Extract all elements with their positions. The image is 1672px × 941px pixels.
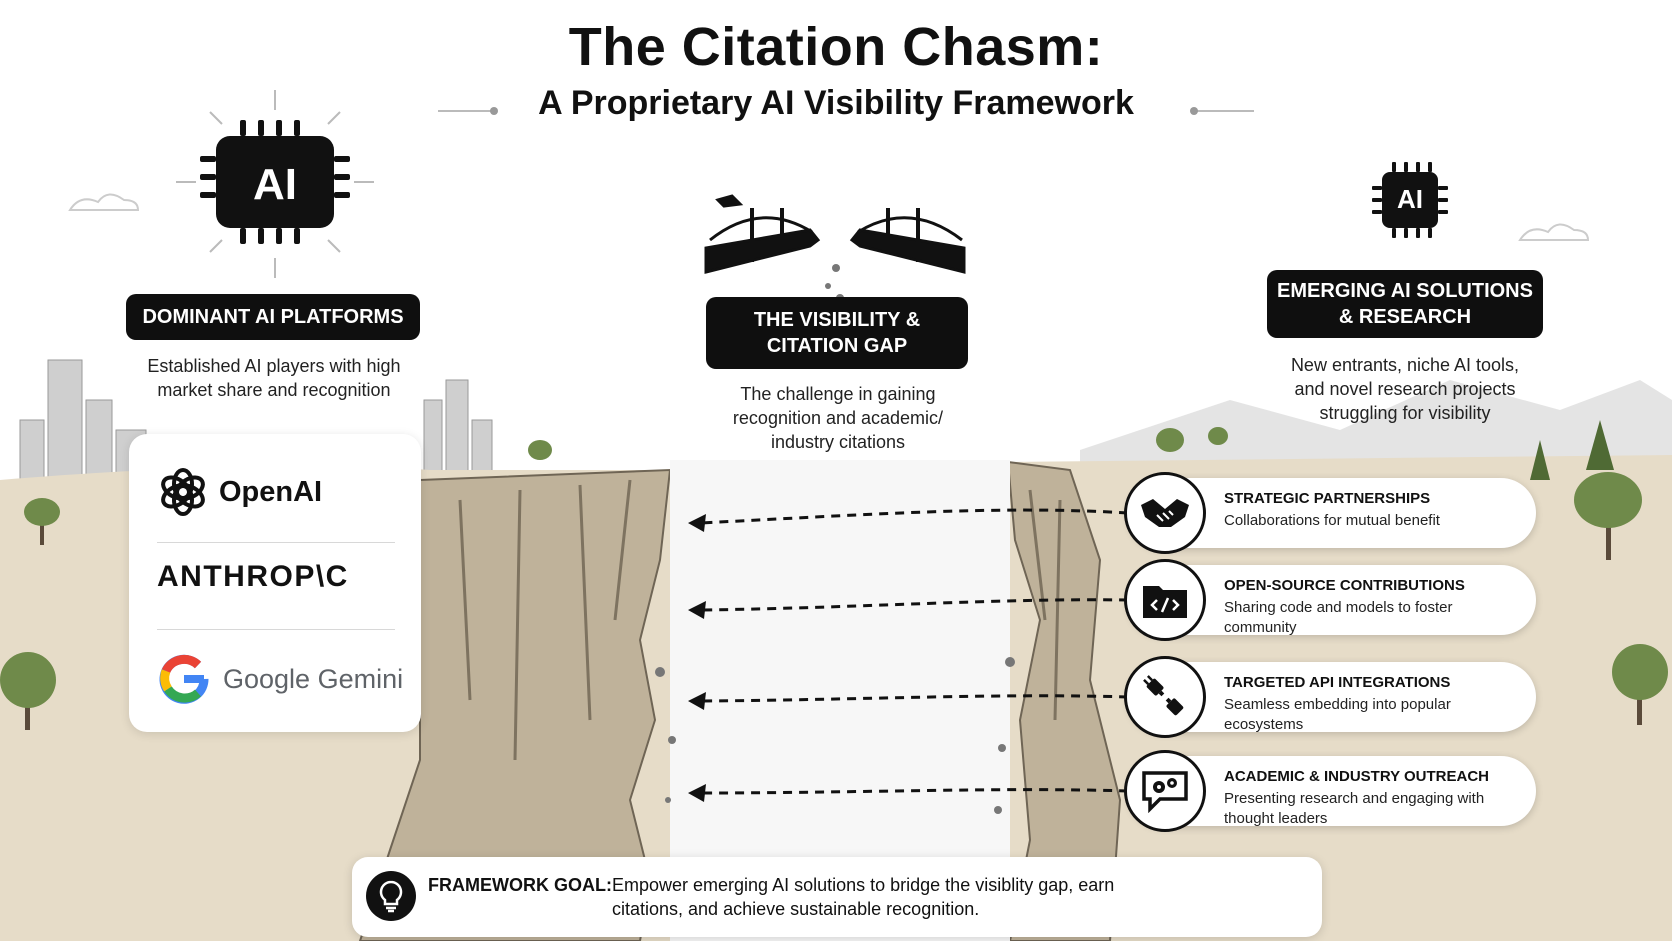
- dominant-platforms-description: Established AI players with high market …: [147, 356, 401, 400]
- gap-heading-line1: THE VISIBILITY &: [753, 309, 921, 331]
- openai-knot-icon: [161, 468, 205, 516]
- gemini-name: Google Gemini: [223, 663, 404, 694]
- strategy-card: ACADEMIC & INDUSTRY OUTREACH Presenting …: [1124, 750, 1536, 832]
- title-decoration-right: [1190, 107, 1254, 115]
- anthropic-logo: ANTHROP\C: [157, 560, 349, 594]
- strategy-title: ACADEMIC & INDUSTRY OUTREACH: [1224, 768, 1490, 785]
- handshake-icon: [1124, 472, 1206, 554]
- framework-goal-label: FRAMEWORK GOAL:: [428, 875, 612, 895]
- logo-divider: [157, 542, 395, 543]
- strategy-card: TARGETED API INTEGRATIONS Seamless embed…: [1124, 656, 1536, 738]
- lightbulb-icon: [366, 871, 416, 921]
- gap-heading-line2: CITATION GAP: [766, 335, 908, 357]
- dominant-ai-chip-icon: AI: [170, 82, 380, 282]
- page-subtitle: A Proprietary AI Visibility Framework: [538, 84, 1134, 122]
- dominant-platforms-heading: DOMINANT AI PLATFORMS: [126, 294, 420, 340]
- gap-heading: THE VISIBILITY & CITATION GAP: [706, 297, 968, 369]
- broken-bridge: [704, 194, 966, 274]
- strategy-description: Seamless embedding into popular ecosyste…: [1224, 696, 1451, 733]
- emerging-ai-chip-icon: AI: [1360, 150, 1460, 250]
- trees: [0, 420, 1668, 730]
- platform-logo-panel: OpenAI ANTHROP\C Google Gemini: [129, 434, 421, 732]
- strategy-title: TARGETED API INTEGRATIONS: [1224, 674, 1451, 691]
- title-decoration-left: [438, 107, 498, 115]
- code-folder-icon: [1124, 559, 1206, 641]
- strategy-title: STRATEGIC PARTNERSHIPS: [1224, 490, 1431, 507]
- page-title: The Citation Chasm:: [568, 17, 1104, 77]
- strategy-description: Sharing code and models to foster commun…: [1224, 599, 1453, 636]
- emerging-solutions-heading: EMERGING AI SOLUTIONS & RESEARCH: [1267, 270, 1543, 338]
- gemini-logo: Google Gemini: [157, 652, 403, 706]
- strategy-description: Collaborations for mutual benefit: [1224, 512, 1440, 529]
- right-cliff-face: [1006, 460, 1122, 941]
- strategy-card: STRATEGIC PARTNERSHIPS Collaborations fo…: [1124, 472, 1536, 554]
- framework-goal-box: FRAMEWORK GOAL: Empower emerging AI solu…: [352, 857, 1322, 937]
- chip-label: AI: [1397, 184, 1423, 214]
- emerging-solutions-description: New entrants, niche AI tools, and novel …: [1290, 355, 1520, 423]
- google-g-icon: [159, 654, 209, 704]
- bridge-arrows: [699, 508, 1129, 795]
- logo-divider: [157, 629, 395, 630]
- cloud-shapes: [68, 193, 1590, 241]
- framework-goal-text: Empower emerging AI solutions to bridge …: [612, 875, 1115, 919]
- strategy-title: OPEN-SOURCE CONTRIBUTIONS: [1224, 577, 1465, 594]
- anthropic-name: ANTHROP\C: [157, 560, 349, 593]
- openai-name: OpenAI: [219, 475, 323, 508]
- right-mountains: [1080, 380, 1672, 470]
- plug-icon: [1124, 656, 1206, 738]
- emerging-heading-line2: & RESEARCH: [1338, 306, 1472, 328]
- openai-logo: OpenAI: [157, 466, 322, 518]
- strategy-description: Presenting research and engaging with th…: [1224, 790, 1485, 827]
- strategy-card: OPEN-SOURCE CONTRIBUTIONS Sharing code a…: [1124, 559, 1536, 641]
- gap-description: The challenge in gaining recognition and…: [732, 384, 944, 452]
- chip-label: AI: [253, 160, 297, 209]
- emerging-heading-line1: EMERGING AI SOLUTIONS: [1277, 280, 1533, 302]
- chat-gears-icon: [1124, 750, 1206, 832]
- arrow-heads: [688, 514, 706, 802]
